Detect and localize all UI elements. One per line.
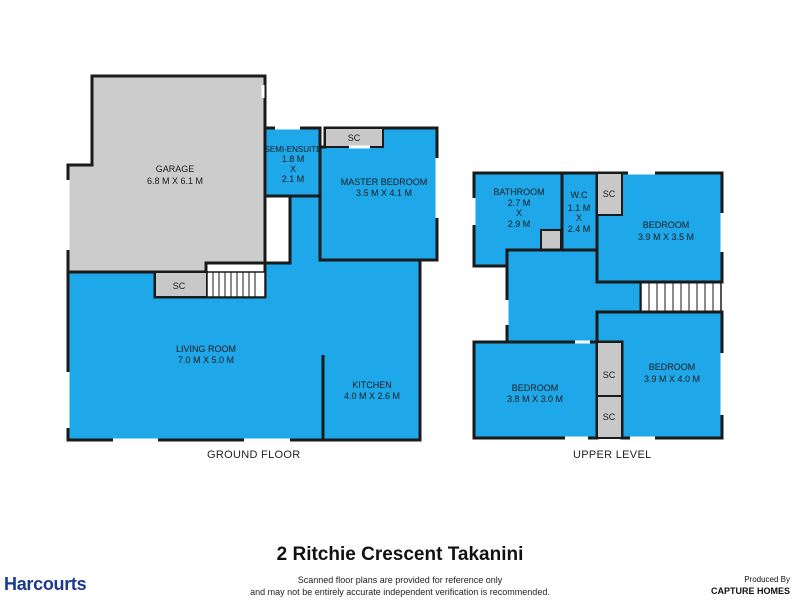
wc-size: 2.4 M xyxy=(568,224,591,234)
floor-plan: SC SC GARAGE 6.8 M X 6.1 M SEMI-ENSUITE … xyxy=(66,74,724,442)
living-room-name: LIVING ROOM xyxy=(176,344,236,354)
bathroom-name: BATHROOM xyxy=(493,187,544,197)
bathroom-size: 2.9 M xyxy=(508,219,531,229)
disclaimer: Scanned floor plans are provided for ref… xyxy=(200,574,600,598)
wc-name: W.C xyxy=(571,190,588,200)
windows xyxy=(472,171,724,440)
wc-x: X xyxy=(576,213,582,223)
upper-level-caption: UPPER LEVEL xyxy=(573,449,652,461)
garage-area xyxy=(66,74,267,274)
windows xyxy=(66,85,439,442)
bathroom-x: X xyxy=(516,208,522,218)
stair-treads xyxy=(648,282,714,312)
semi-ensuite-size: 2.1 M xyxy=(282,174,305,184)
ground-floor-caption: GROUND FLOOR xyxy=(207,449,301,461)
kitchen-size: 4.0 M X 2.6 M xyxy=(344,391,400,401)
semi-ensuite-area xyxy=(263,126,322,198)
staircase xyxy=(206,271,266,298)
bedroom-size: 3.8 M X 3.0 M xyxy=(507,394,563,404)
stair-treads xyxy=(212,272,256,297)
bedroom-ne-area xyxy=(595,171,724,284)
garage-size: 6.8 M X 6.1 M xyxy=(147,176,203,186)
disclaimer-line: Scanned floor plans are provided for ref… xyxy=(297,575,503,585)
harcourts-logo: Harcourts xyxy=(4,574,87,594)
storage-block xyxy=(540,229,562,251)
bedroom-sw-area xyxy=(472,340,599,440)
property-address-title: 2 Ritchie Crescent Takanini xyxy=(276,544,524,565)
master-bedroom-size: 3.5 M X 4.1 M xyxy=(356,188,412,198)
master-bedroom-name: MASTER BEDROOM xyxy=(341,177,428,187)
produced-by-label: Produced By xyxy=(744,575,790,584)
bedroom-name: BEDROOM xyxy=(512,383,559,393)
semi-ensuite-size: 1.8 M xyxy=(282,154,305,164)
cupboard-label: SC xyxy=(173,281,186,291)
cupboard-label: SC xyxy=(603,412,616,422)
wc-size: 1.1 M xyxy=(568,203,591,213)
storage-cupboard xyxy=(596,341,623,397)
cupboard-label: SC xyxy=(348,133,361,143)
semi-ensuite-x: X xyxy=(290,164,296,174)
bathroom-size: 2.7 M xyxy=(508,198,531,208)
producer-name: CAPTURE HOMES xyxy=(710,586,790,596)
semi-ensuite-name: SEMI-ENSUITE xyxy=(265,145,322,154)
disclaimer-line: and may not be entirely accurate indepen… xyxy=(250,587,550,597)
bedroom-size: 3.9 M X 3.5 M xyxy=(638,232,694,242)
storage-cupboard xyxy=(596,395,623,439)
garage-name: GARAGE xyxy=(156,164,195,174)
cupboard-label: SC xyxy=(603,370,616,380)
storage-cupboard xyxy=(596,172,623,216)
bedroom-name: BEDROOM xyxy=(649,362,696,372)
ground-floor-plan: SC SC GARAGE 6.8 M X 6.1 M SEMI-ENSUITE … xyxy=(66,74,439,442)
upper-level-plan: SC SC SC BATHROOM 2.7 M X 2.9 M W.C 1.1 … xyxy=(472,171,724,440)
kitchen-name: KITCHEN xyxy=(352,380,392,390)
bedroom-size: 3.9 M X 4.0 M xyxy=(644,374,700,384)
bedroom-name: BEDROOM xyxy=(643,220,690,230)
living-room-size: 7.0 M X 5.0 M xyxy=(178,355,234,365)
cupboard-label: SC xyxy=(603,189,616,199)
